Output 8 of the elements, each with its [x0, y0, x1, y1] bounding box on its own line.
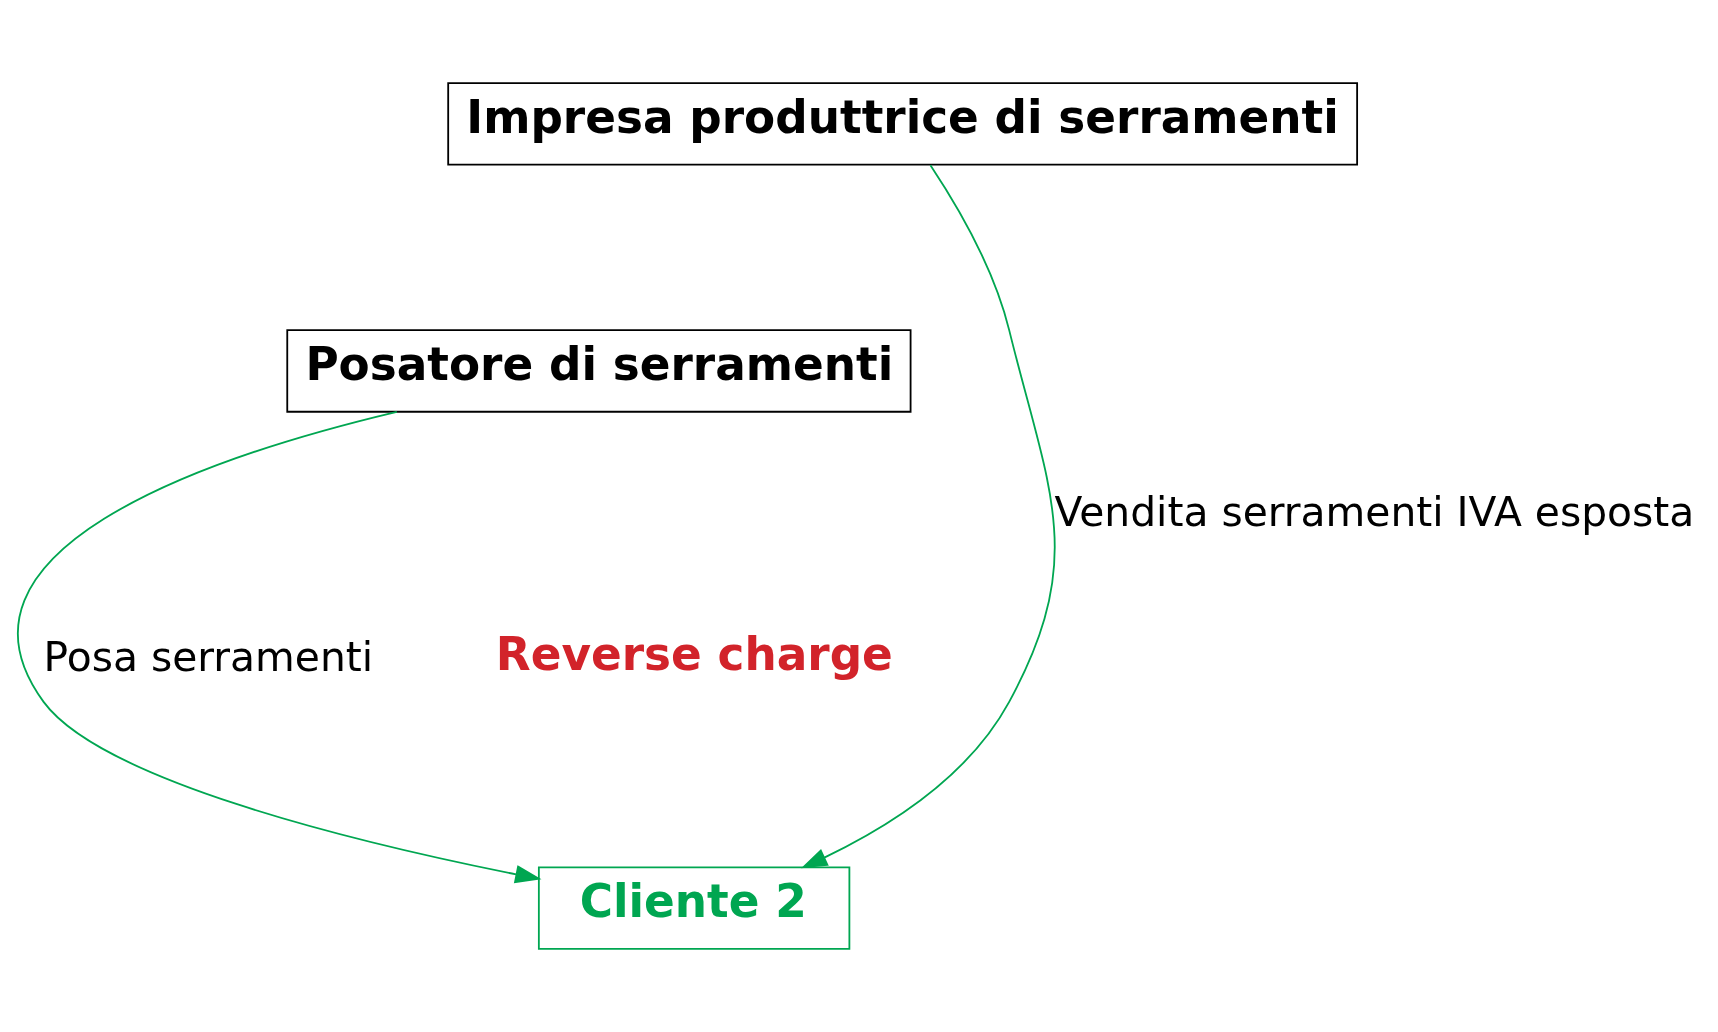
edge-label: Vendita serramenti IVA esposta — [1054, 487, 1695, 536]
arrow — [801, 164, 1056, 869]
edge-label: Posa serramenti — [43, 633, 374, 682]
node-box: Cliente 2 — [537, 866, 851, 950]
label: Reverse charge — [495, 628, 893, 682]
node-box: Impresa produttrice di serramenti — [447, 82, 1359, 166]
arrow — [16, 410, 542, 884]
node-box: Posatore di serramenti — [286, 329, 912, 413]
